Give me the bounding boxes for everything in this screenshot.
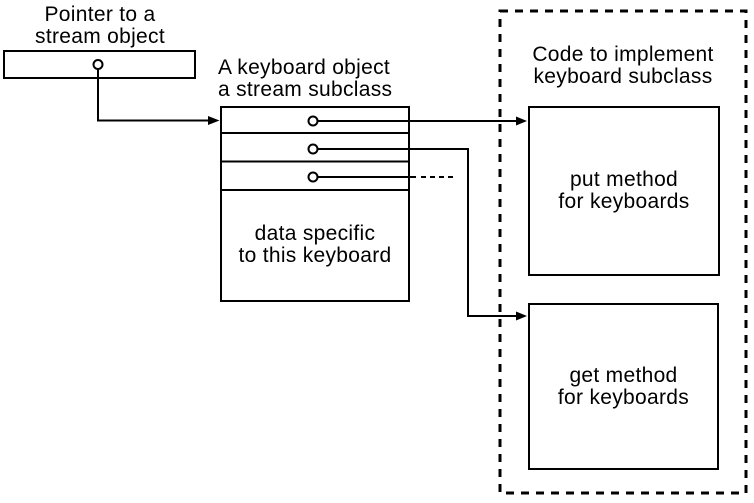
pointer-variable-box (3, 50, 196, 79)
keyboard-data-line2: to this keyboard (238, 244, 392, 267)
code-area-title: Code to implement keyboard subclass (500, 44, 746, 88)
pointer-title-line1: Pointer to a (44, 3, 156, 26)
arrow-to-put-method-head (516, 116, 527, 126)
keyboard-data-label: data specific to this keyboard (222, 192, 408, 298)
get-method-line2: for keyboards (557, 385, 690, 409)
arrow-to-get-method-head (516, 311, 527, 321)
put-method-line2: for keyboards (558, 190, 690, 213)
code-area-title-line2: keyboard subclass (533, 65, 713, 88)
keyboard-object-title: A keyboard object a stream subclass (218, 57, 418, 101)
code-area-title-line1: Code to implement (532, 43, 714, 66)
keyboard-data-line1: data specific (254, 222, 376, 245)
arrow-pointer-to-keyboard-head (208, 116, 220, 125)
keyboard-object-title-line1: A keyboard object (218, 56, 391, 79)
get-method-line1: get method (569, 363, 678, 387)
put-method-line1: put method (569, 168, 679, 191)
get-method-box: get method for keyboards (528, 303, 719, 470)
pointer-title: Pointer to a stream object (0, 4, 200, 48)
pointer-title-line2: stream object (35, 25, 165, 48)
keyboard-object-title-line2: a stream subclass (218, 78, 393, 101)
put-method-box: put method for keyboards (528, 106, 720, 276)
